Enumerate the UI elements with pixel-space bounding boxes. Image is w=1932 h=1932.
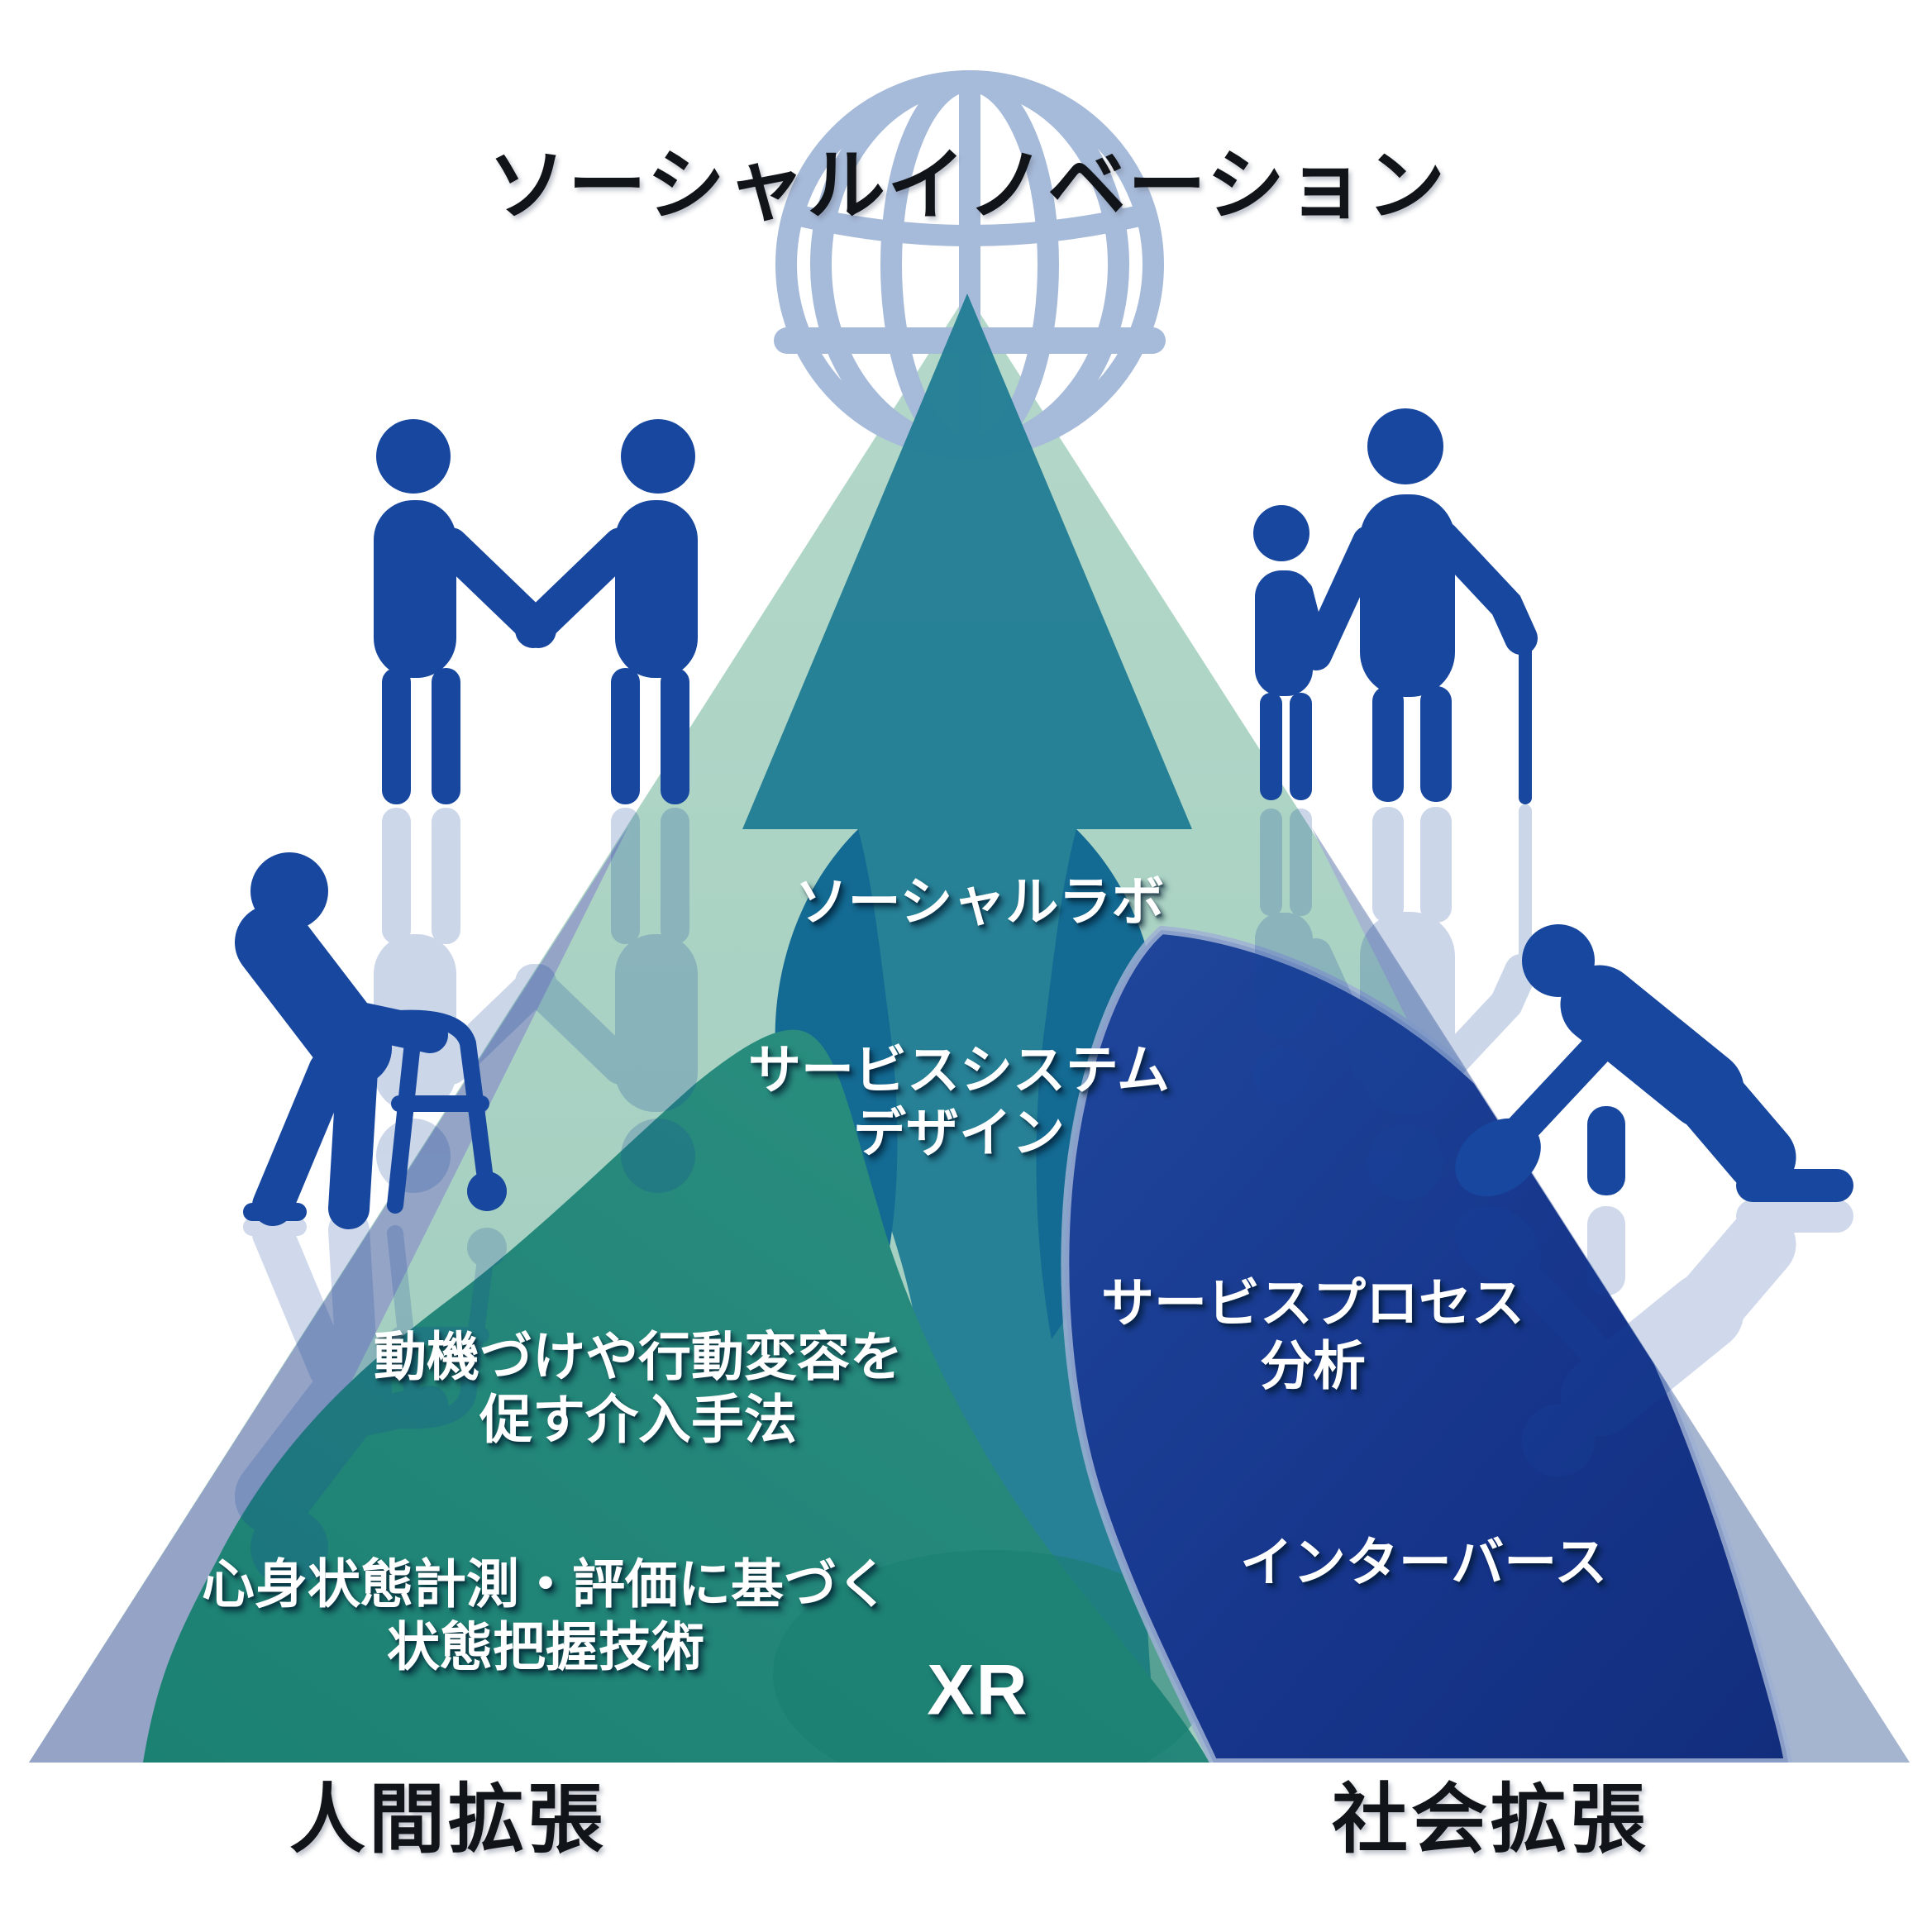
elderly-with-cane-and-child-icon xyxy=(1253,408,1538,804)
xr-teal-patch xyxy=(773,1550,1211,1763)
label-service-process-line2: 分析 xyxy=(1260,1336,1366,1395)
label-social-lab: ソーシャルラボ xyxy=(794,872,1165,933)
label-xr: XR xyxy=(927,1650,1029,1730)
kneeling-person-icon xyxy=(1455,924,1853,1202)
label-state-measurement: 心身状態計測・評価に基づく 状態把握技術 xyxy=(202,1553,890,1678)
elderly-with-walker-icon xyxy=(235,852,507,1229)
label-intervention-line1: 動機づけや行動変容を xyxy=(374,1327,903,1387)
label-service-process-line1: サービスプロセス xyxy=(1101,1273,1524,1333)
label-service-system-line2: デザイン xyxy=(853,1103,1065,1162)
label-state-measurement-line2: 状態把握技術 xyxy=(387,1617,704,1677)
axis-label-human-augmentation: 人間拡張 xyxy=(289,1777,608,1863)
label-service-system-line1: サービスシステム xyxy=(747,1040,1171,1100)
label-service-process: サービスプロセス 分析 xyxy=(1101,1272,1524,1397)
label-interverse: インターバース xyxy=(1239,1533,1608,1593)
axis-label-society-augmentation: 社会拡張 xyxy=(1331,1777,1650,1863)
handshake-people-icon xyxy=(374,419,698,804)
label-intervention-line2: 促す介入手法 xyxy=(479,1390,797,1449)
label-service-system-design: サービスシステム デザイン xyxy=(748,1039,1170,1164)
page-title: ソーシャルイノベーション xyxy=(487,141,1448,230)
label-intervention: 動機づけや行動変容を 促す介入手法 xyxy=(374,1326,903,1451)
label-state-measurement-line1: 心身状態計測・評価に基づく xyxy=(202,1554,890,1615)
